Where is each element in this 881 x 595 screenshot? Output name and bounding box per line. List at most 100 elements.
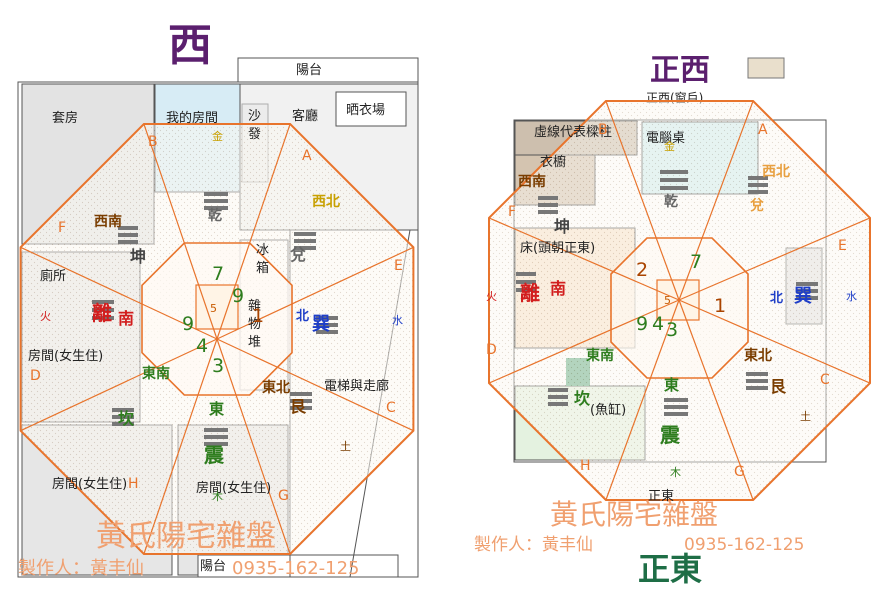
right-letter-b: B <box>598 122 608 138</box>
left-trigram-xun: 巽 <box>312 314 330 335</box>
right-brand-maker: 製作人：黃丰仙 <box>474 535 593 555</box>
left-letter-d: D <box>30 368 41 384</box>
left-element-earth: 土 <box>340 440 351 453</box>
left-direction-north: 北 <box>296 309 309 324</box>
left-direction-east: 東 <box>209 400 224 418</box>
left-element-wood: 木 <box>212 490 223 503</box>
right-letter-g: G <box>734 464 745 480</box>
room-label-girl-room-1: 房間(女生住) <box>28 348 103 364</box>
left-letter-f: F <box>58 220 66 236</box>
left-room-labels: 套房 我的房間 客廳 晒衣場 陽台 廁所 房間(女生住) 房間(女生住) 房間(… <box>28 63 389 574</box>
right-trigram-symbols <box>516 170 818 416</box>
right-letter-d: D <box>486 342 497 358</box>
room-label-living: 客廳 <box>292 108 318 124</box>
right-label-true-east: 正東 <box>648 488 674 504</box>
right-letter-e: E <box>838 238 847 254</box>
left-trigram-li: 離 <box>92 301 112 325</box>
right-trigram-xun: 巽 <box>794 286 812 307</box>
room-label-storage-1: 雜 <box>248 299 261 314</box>
left-trigram-symbols <box>92 192 338 446</box>
left-sector-lines <box>20 123 414 555</box>
right-trigram-kan: 坎 <box>574 389 590 408</box>
room-label-balcony-bottom: 陽台 <box>200 559 226 574</box>
right-window-icon <box>747 57 785 79</box>
right-trigram-kun: 坤 <box>554 217 570 236</box>
room-label-sofa-2: 發 <box>248 127 261 142</box>
right-letter-h: H <box>580 458 591 474</box>
left-element-labels: 火 水 木 土 金 <box>40 129 403 503</box>
right-letter-a: A <box>758 122 768 138</box>
right-star-bottom: 3 <box>666 319 678 341</box>
right-star-top: 7 <box>690 251 702 273</box>
left-star-bottom: 3 <box>212 355 224 377</box>
right-star-center: 5 <box>664 294 671 307</box>
right-trigram-dui: 兌 <box>750 197 764 214</box>
room-label-girl-room-2: 房間(女生住) <box>52 476 127 492</box>
left-vertical-room-labels: 沙 發 冰 箱 雜 物 堆 <box>248 109 269 350</box>
left-star-center: 5 <box>210 302 217 315</box>
left-direction-west: 西 <box>168 20 212 71</box>
left-center-square <box>195 284 239 330</box>
right-label-wardrobe: 衣櫥 <box>540 154 566 170</box>
left-brand-phone: 0935-162-125 <box>232 558 360 579</box>
right-element-water: 水 <box>846 290 857 303</box>
left-trigram-zhen: 震 <box>204 443 225 467</box>
left-balcony-top <box>237 57 419 83</box>
left-element-water: 水 <box>392 314 403 327</box>
room-label-storage-2: 物 <box>248 317 261 332</box>
right-direction-southwest: 西南 <box>518 173 546 190</box>
left-star-bottom-left: 4 <box>196 335 208 357</box>
left-star-left: 9 <box>182 313 194 335</box>
right-corner-letters: A B C D E F G H <box>486 122 847 480</box>
left-balcony-bottom <box>197 554 399 578</box>
left-trigram-kan: 坎 <box>118 409 134 428</box>
right-item-labels: 虛線代表樑柱 衣櫥 床(頭朝正東) 電腦桌 (魚缸) 正東 <box>520 124 685 504</box>
left-direction-northeast: 東北 <box>262 379 290 396</box>
left-letter-g: G <box>278 488 289 504</box>
right-star-right: 1 <box>714 295 726 317</box>
left-direction-south: 南 <box>118 309 134 328</box>
right-star-bottom-left: 9 <box>636 313 648 335</box>
right-direction-northwest: 西北 <box>762 164 790 180</box>
right-label-bed: 床(頭朝正東) <box>520 240 595 256</box>
room-label-suite: 套房 <box>52 110 78 126</box>
right-trigram-li: 離 <box>520 281 540 305</box>
left-star-top: 7 <box>212 263 224 285</box>
right-element-metal: 金 <box>664 139 675 153</box>
left-star-right: 1 <box>252 305 264 327</box>
left-chart: 套房 我的房間 客廳 晒衣場 陽台 廁所 房間(女生住) 房間(女生住) 房間(… <box>17 20 419 579</box>
room-label-elevator: 電梯與走廊 <box>324 378 389 394</box>
room-label-laundry: 晒衣場 <box>346 102 385 118</box>
left-brand-title: 黃氏陽宅雜盤 <box>96 519 276 554</box>
room-label-storage-3: 堆 <box>248 335 261 350</box>
left-direction-southwest: 西南 <box>94 213 122 230</box>
right-chart: 正西 正西(窗戶) <box>474 53 871 588</box>
right-brand-title: 黃氏陽宅雜盤 <box>550 498 718 531</box>
left-star-right-top: 9 <box>232 285 244 307</box>
right-trigram-qian: 乾 <box>664 193 678 210</box>
left-letter-a: A <box>302 148 312 164</box>
right-label-aquarium: (魚缸) <box>590 402 626 418</box>
right-direction-southeast: 東南 <box>586 347 614 364</box>
right-direction-true-east: 正東 <box>638 550 702 588</box>
left-letter-b: B <box>148 134 158 150</box>
room-label-toilet: 廁所 <box>40 268 66 284</box>
right-direction-north: 北 <box>770 291 783 306</box>
right-flying-stars: 7 2 1 9 4 3 5 <box>636 251 726 341</box>
right-sector-lines <box>488 100 871 501</box>
left-trigram-gen: 艮 <box>290 397 307 416</box>
left-direction-southeast: 東南 <box>142 365 170 382</box>
left-room-laundry <box>335 91 407 127</box>
right-direction-true-west: 正西 <box>650 53 710 88</box>
right-element-earth: 土 <box>800 410 811 423</box>
left-corner-letters: A B C D E F G H <box>30 134 403 504</box>
right-label-beam: 虛線代表樑柱 <box>534 124 612 140</box>
left-trigram-names: 離 南 巽 北 震 東 乾 坤 兌 艮 坎 東南 東北 西南 西北 <box>92 194 340 467</box>
left-trigram-qian: 乾 <box>208 207 222 224</box>
left-direction-northwest: 西北 <box>312 194 340 210</box>
left-trigram-kun: 坤 <box>130 247 146 266</box>
right-trigram-zhen: 震 <box>660 423 681 447</box>
left-letter-c: C <box>386 400 396 416</box>
